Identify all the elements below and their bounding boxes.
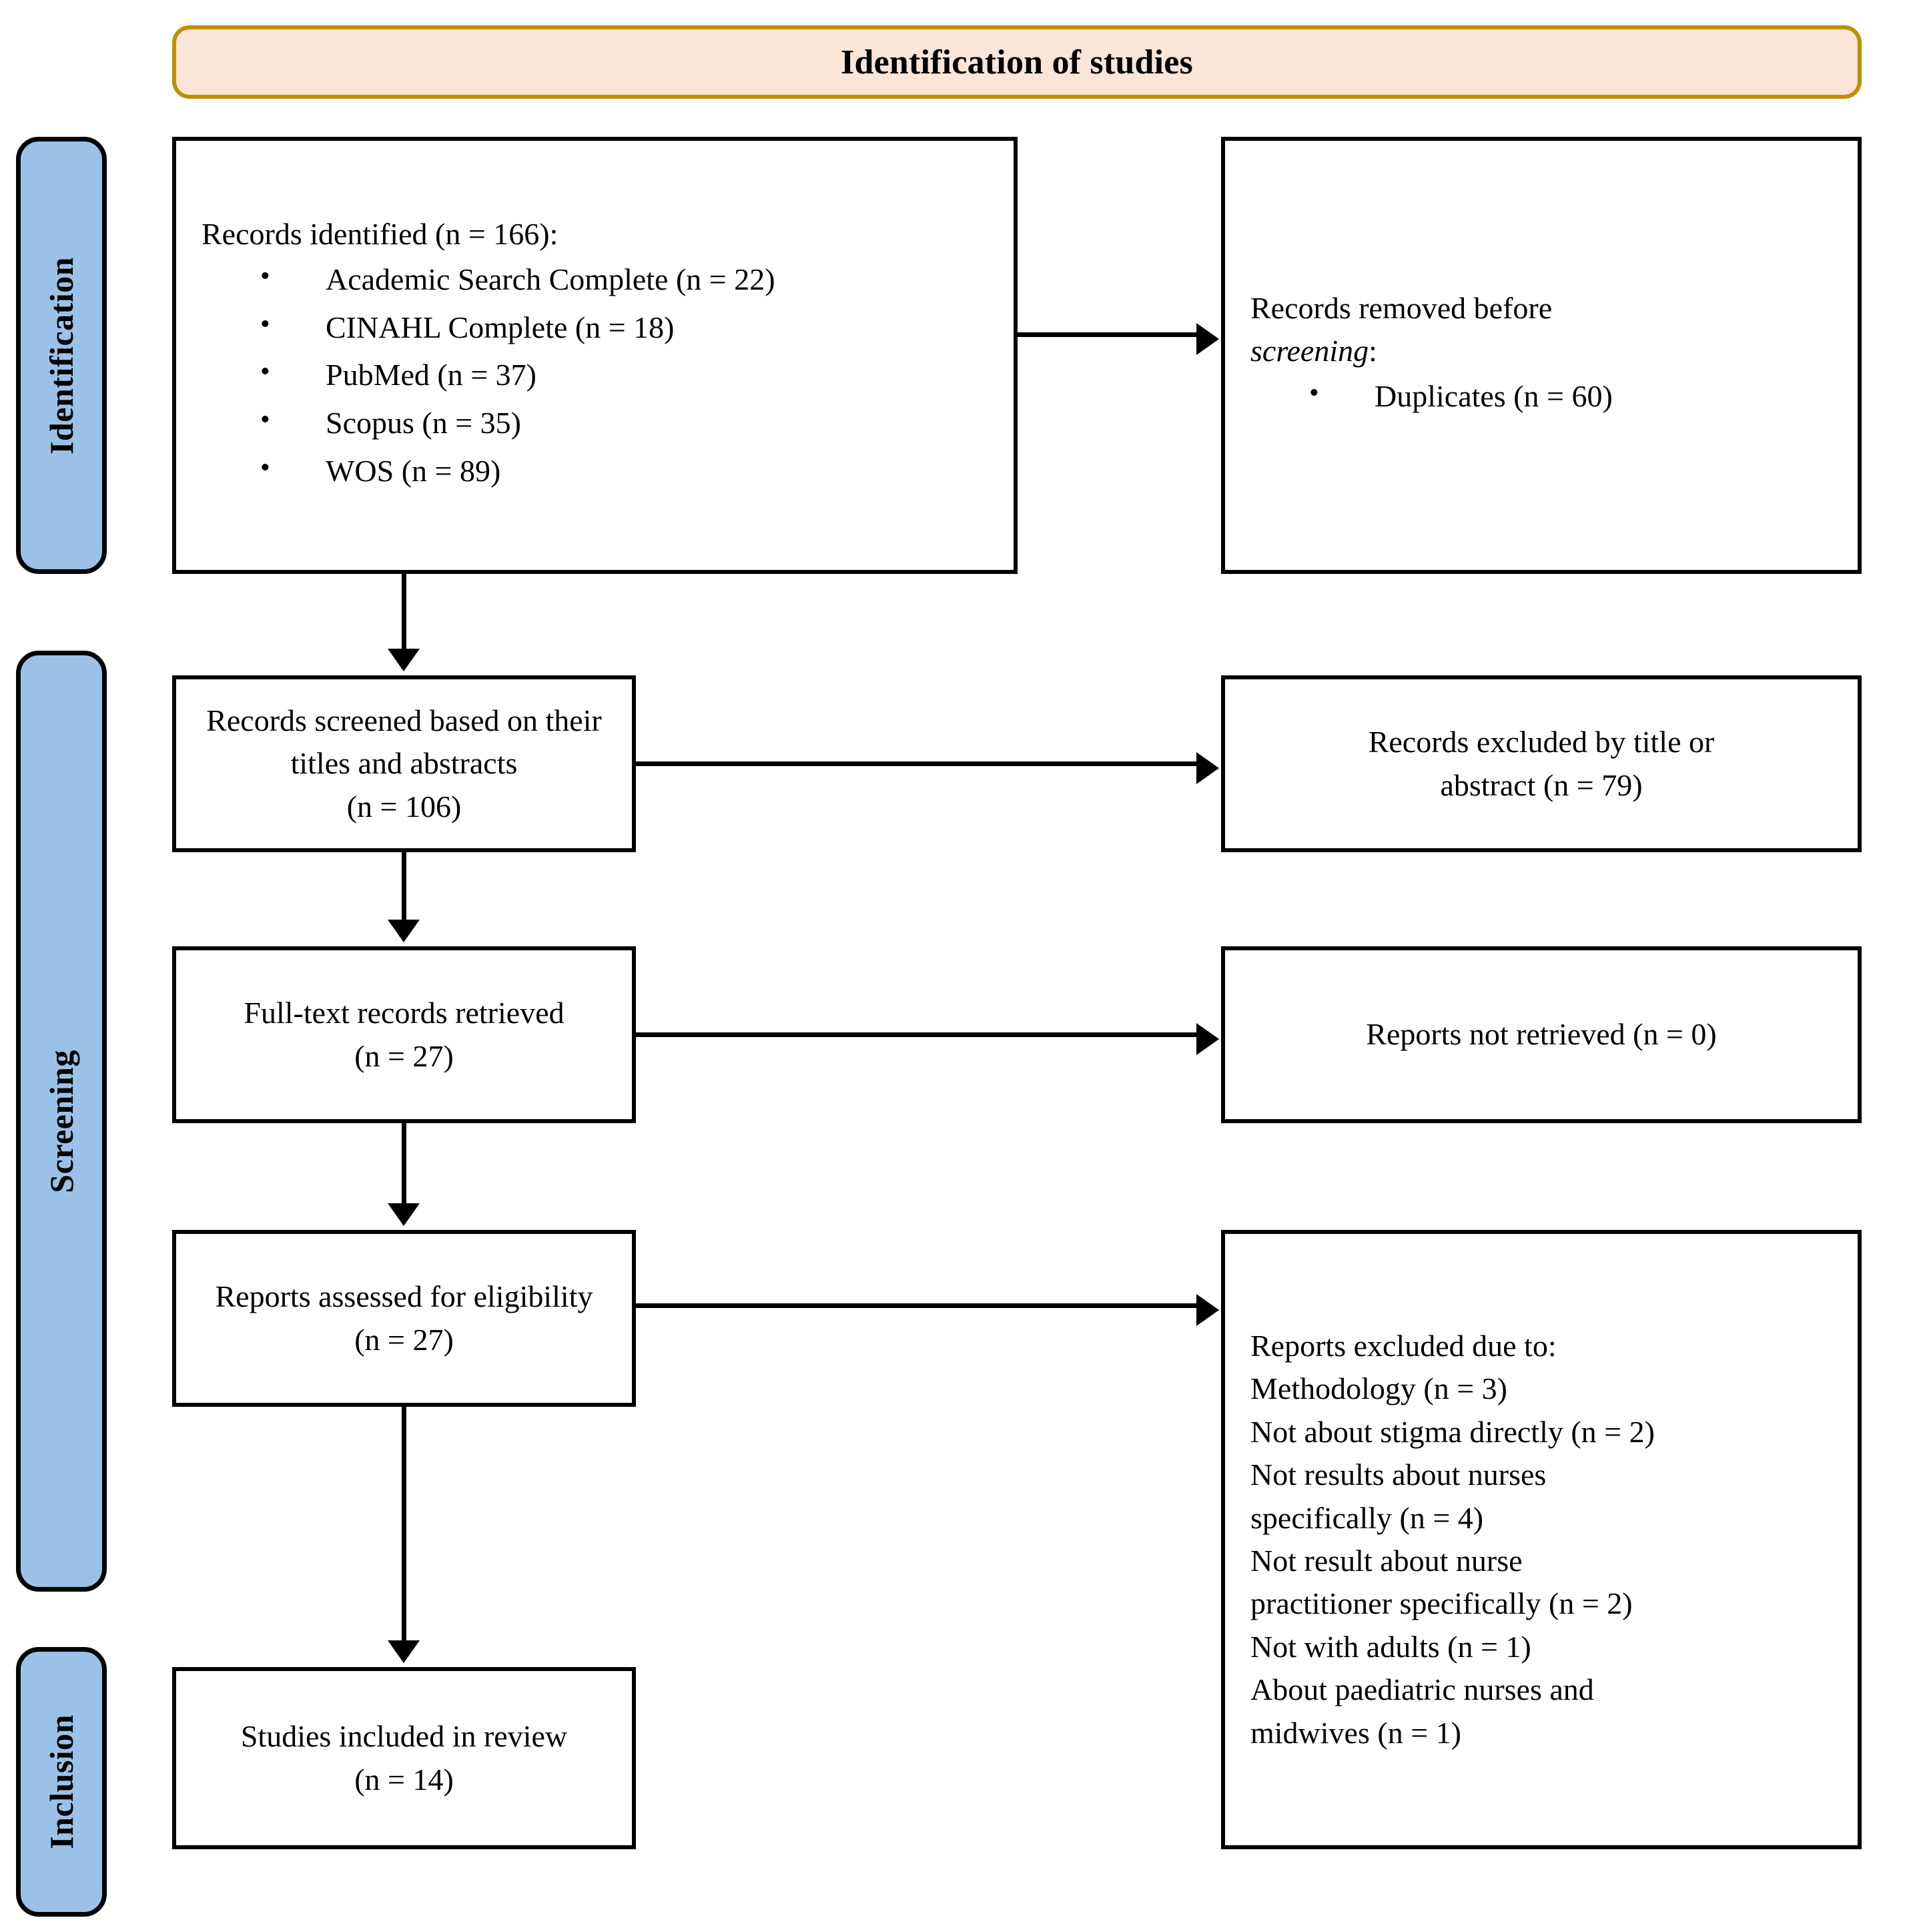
box-records-screened: Records screened based on their titles a… [172, 675, 636, 852]
stage-bar-identification: Identification [16, 137, 107, 574]
reports-assessed-count: (n = 27) [354, 1322, 454, 1357]
connector-identified-to-screened [402, 574, 406, 653]
records-screened-line-1: Records screened based on their [206, 703, 602, 737]
arrowhead-right-icon [1196, 1294, 1219, 1326]
records-excluded-title-line-1: Records excluded by title or [1368, 725, 1715, 759]
reports-excluded-reason: Not results about nurses [1250, 1458, 1547, 1492]
connector-screened-to-fulltext [402, 852, 406, 924]
box-reports-assessed-for-eligibility: Reports assessed for eligibility (n = 27… [172, 1230, 636, 1407]
list-item: Duplicates (n = 60) [1250, 374, 1613, 417]
full-text-records-content: Full-text records retrieved (n = 27) [176, 992, 632, 1078]
records-excluded-title-content: Records excluded by title or abstract (n… [1225, 721, 1858, 807]
connector-eligibility-to-reports-excluded [636, 1303, 1198, 1308]
reports-assessed-content: Reports assessed for eligibility (n = 27… [176, 1275, 632, 1361]
records-removed-line-1: Records removed before [1250, 291, 1553, 326]
arrowhead-right-icon [1196, 323, 1219, 355]
reports-excluded-reason: specifically (n = 4) [1250, 1500, 1484, 1535]
identification-of-studies-banner: Identification of studies [172, 25, 1862, 99]
list-item: PubMed (n = 37) [202, 353, 775, 396]
records-screened-count: (n = 106) [346, 789, 462, 824]
box-studies-included-in-review: Studies included in review (n = 14) [172, 1667, 636, 1849]
arrowhead-down-icon [388, 1203, 420, 1226]
records-identified-source-list: Academic Search Complete (n = 22) CINAHL… [202, 258, 775, 492]
arrowhead-down-icon [388, 920, 420, 942]
reports-excluded-reason: Not result about nurse [1250, 1544, 1523, 1578]
reports-excluded-reason: practitioner specifically (n = 2) [1250, 1586, 1633, 1621]
records-screened-content: Records screened based on their titles a… [176, 699, 632, 828]
studies-included-count: (n = 14) [354, 1762, 454, 1797]
stage-label-screening: Screening [43, 1049, 80, 1193]
screening-colon: : [1369, 333, 1377, 368]
connector-eligibility-to-included [402, 1407, 406, 1644]
connector-fulltext-to-eligibility [402, 1123, 406, 1207]
arrowhead-down-icon [388, 1640, 420, 1663]
reports-excluded-reason: Not with adults (n = 1) [1250, 1629, 1531, 1664]
reports-not-retrieved-content: Reports not retrieved (n = 0) [1225, 1013, 1858, 1056]
stage-bar-screening: Screening [16, 651, 107, 1592]
box-records-identified: Records identified (n = 166): Academic S… [172, 137, 1018, 574]
stage-label-identification: Identification [43, 256, 80, 454]
stage-label-inclusion: Inclusion [43, 1714, 80, 1849]
box-reports-excluded-due-to: Reports excluded due to: Methodology (n … [1221, 1230, 1862, 1849]
reports-assessed-line-1: Reports assessed for eligibility [215, 1279, 593, 1314]
records-identified-content: Records identified (n = 166): Academic S… [176, 213, 801, 499]
reports-excluded-reason: Methodology (n = 3) [1250, 1371, 1507, 1406]
reports-excluded-reason: midwives (n = 1) [1250, 1715, 1461, 1750]
connector-identified-to-removed [1018, 332, 1198, 337]
arrowhead-right-icon [1196, 752, 1219, 784]
reports-not-retrieved-line-1: Reports not retrieved (n = 0) [1366, 1017, 1717, 1052]
connector-screened-to-excluded-title [636, 761, 1198, 766]
arrowhead-down-icon [388, 649, 420, 671]
list-item: WOS (n = 89) [202, 449, 775, 492]
box-records-excluded-by-title: Records excluded by title or abstract (n… [1221, 675, 1862, 852]
reports-excluded-reason: About paediatric nurses and [1250, 1672, 1594, 1707]
records-removed-line-2: screening: [1250, 330, 1613, 372]
list-item: CINAHL Complete (n = 18) [202, 306, 775, 348]
reports-excluded-content: Reports excluded due to: Methodology (n … [1225, 1325, 1680, 1754]
page-title: Identification of studies [841, 43, 1193, 81]
full-text-records-count: (n = 27) [354, 1038, 454, 1073]
arrowhead-right-icon [1196, 1023, 1219, 1055]
records-excluded-title-line-2: abstract (n = 79) [1440, 767, 1643, 802]
studies-included-content: Studies included in review (n = 14) [176, 1715, 632, 1801]
screening-italic-word: screening [1250, 333, 1369, 368]
records-removed-content: Records removed before screening: Duplic… [1225, 287, 1638, 424]
full-text-records-line-1: Full-text records retrieved [244, 996, 564, 1030]
connector-fulltext-to-not-retrieved [636, 1032, 1198, 1037]
stage-bar-inclusion: Inclusion [16, 1647, 107, 1917]
records-removed-reason-list: Duplicates (n = 60) [1250, 374, 1613, 417]
records-identified-lead: Records identified (n = 166): [202, 216, 558, 251]
records-screened-line-2: titles and abstracts [290, 746, 518, 781]
list-item: Academic Search Complete (n = 22) [202, 258, 775, 300]
box-full-text-records-retrieved: Full-text records retrieved (n = 27) [172, 946, 636, 1123]
studies-included-line-1: Studies included in review [240, 1719, 568, 1754]
list-item: Scopus (n = 35) [202, 401, 775, 444]
reports-excluded-lead: Reports excluded due to: [1250, 1329, 1557, 1363]
box-records-removed-before-screening: Records removed before screening: Duplic… [1221, 137, 1862, 574]
box-reports-not-retrieved: Reports not retrieved (n = 0) [1221, 946, 1862, 1123]
reports-excluded-reason: Not about stigma directly (n = 2) [1250, 1414, 1655, 1449]
